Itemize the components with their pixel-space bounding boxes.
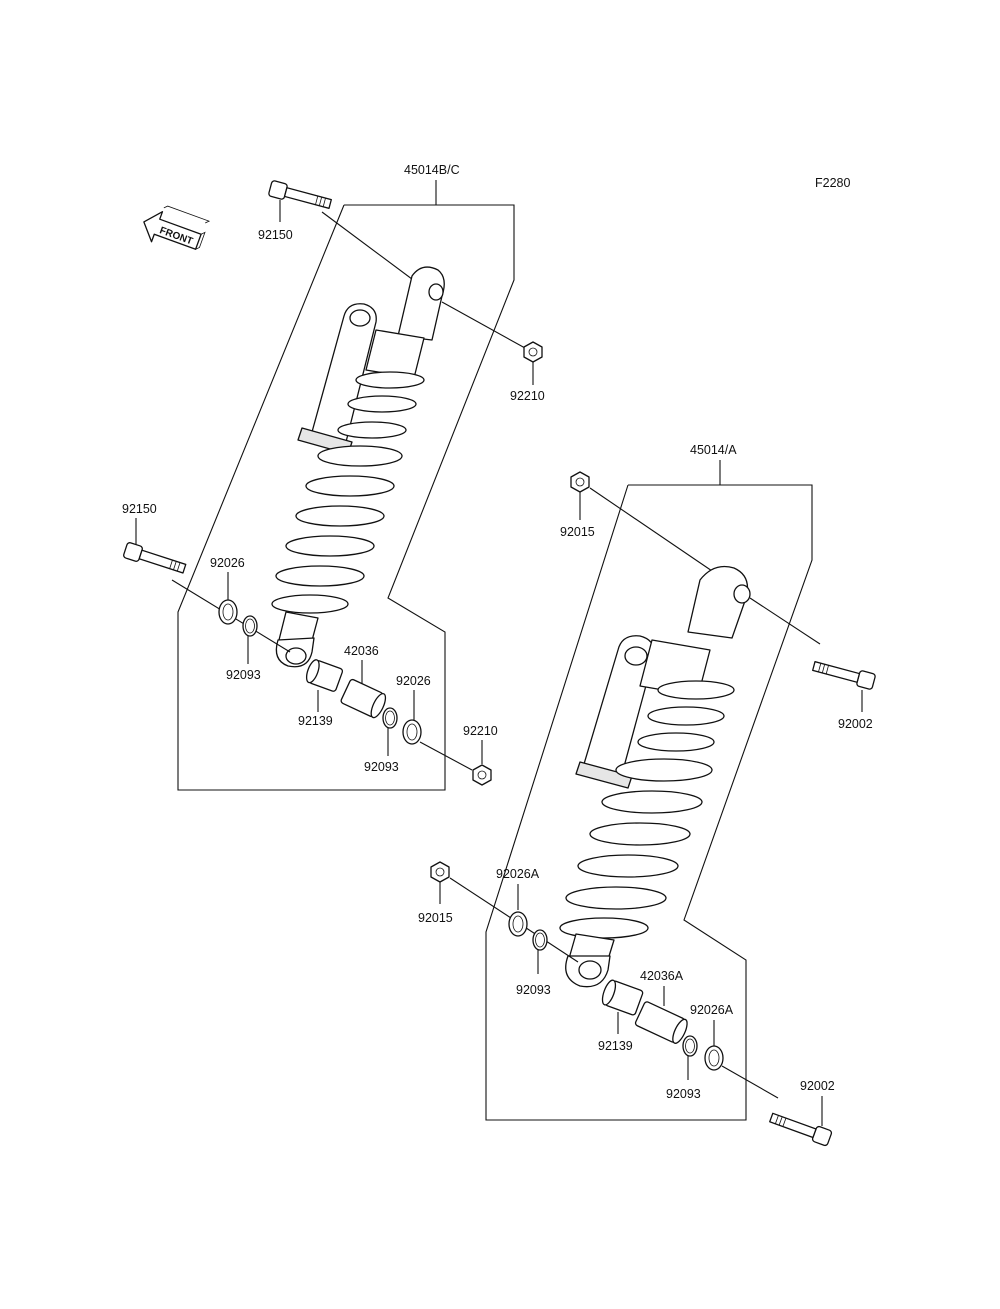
figure-code: F2280 xyxy=(815,176,850,190)
callout-92150-top: 92150 xyxy=(258,228,293,242)
callout-92002-top: 92002 xyxy=(838,717,873,731)
callout-92139: 92139 xyxy=(298,714,333,728)
shock-absorber-2 xyxy=(559,565,751,988)
callout-92002-lower: 92002 xyxy=(800,1079,835,1093)
callout-92026a-lower: 92026A xyxy=(690,1003,734,1017)
callout-92093-upper: 92093 xyxy=(226,668,261,682)
assembly-45014a: 45014/A 92015 92002 xyxy=(418,443,877,1147)
assembly-id-label: 45014B/C xyxy=(404,163,460,177)
callout-42036: 42036 xyxy=(344,644,379,658)
callout-92015-top: 92015 xyxy=(560,525,595,539)
callout-42036a: 42036A xyxy=(640,969,684,983)
callout-92093-upper-2: 92093 xyxy=(516,983,551,997)
callout-92026-upper: 92026 xyxy=(210,556,245,570)
callout-92093-lower: 92093 xyxy=(364,760,399,774)
callout-92210-top: 92210 xyxy=(510,389,545,403)
front-arrow-icon: FRONT xyxy=(143,205,211,250)
callout-92210-lower: 92210 xyxy=(463,724,498,738)
callout-92026a-upper: 92026A xyxy=(496,867,540,881)
callout-92015-left: 92015 xyxy=(418,911,453,925)
callout-92139-2: 92139 xyxy=(598,1039,633,1053)
callout-92093-lower-2: 92093 xyxy=(666,1087,701,1101)
callout-92026-lower: 92026 xyxy=(396,674,431,688)
shock-absorber-1 xyxy=(271,266,445,668)
callout-92150-left: 92150 xyxy=(122,502,157,516)
assembly-id-label: 45014/A xyxy=(690,443,737,457)
assembly-45014bc: 45014B/C 92150 92210 xyxy=(122,163,545,791)
